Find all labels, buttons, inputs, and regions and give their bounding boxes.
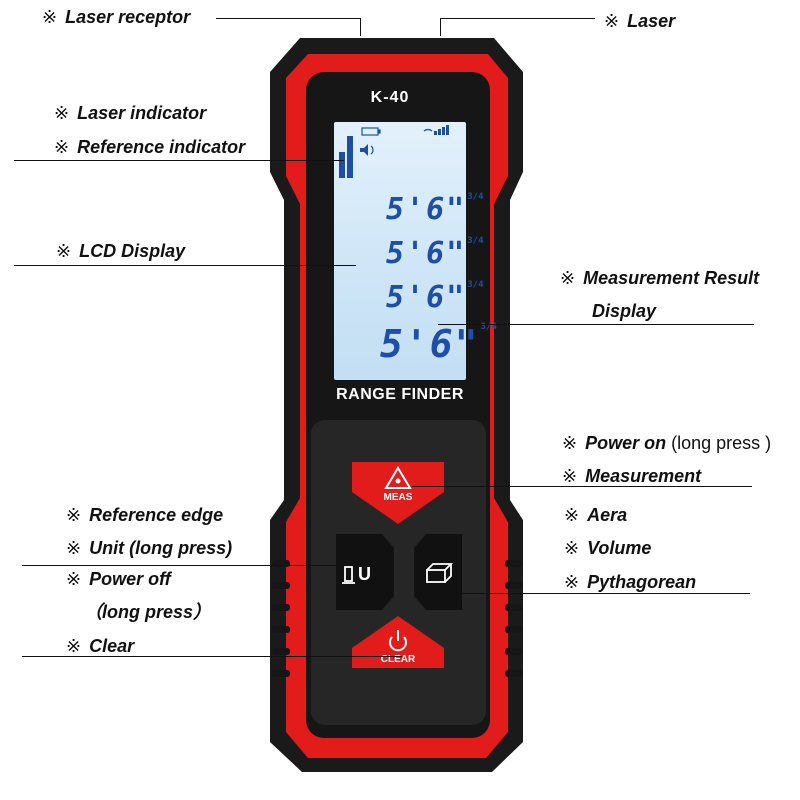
area-volume-icon — [426, 563, 454, 583]
clear-button[interactable]: CLEAR — [380, 654, 416, 665]
callout-laser-receptor: ※Laser receptor — [42, 7, 191, 27]
callout-measurement-result-line2: Display — [592, 301, 657, 321]
leader-clear — [22, 656, 402, 657]
lcd-display — [334, 122, 466, 380]
model-label: K-40 — [370, 89, 410, 106]
lcd-reading-3: 5'6"3/4 — [386, 280, 484, 315]
callout-lcd-display: ※LCD Display — [56, 241, 186, 261]
leader-function-key — [446, 593, 750, 594]
callout-power-off: ※Power off — [66, 569, 171, 589]
leader-lcd-display — [14, 265, 356, 266]
laser-warning-icon — [384, 466, 412, 489]
right-grip — [505, 560, 523, 677]
leader-laser-receptor — [216, 18, 361, 19]
lcd-reading-main: 5'6"3/4 — [380, 322, 497, 366]
unit-button[interactable]: U — [358, 564, 371, 585]
callout-measurement-result: ※Measurement Result — [560, 268, 760, 288]
reference-edge-icon — [342, 566, 355, 584]
callout-laser-indicator: ※Laser indicator — [54, 103, 207, 123]
callout-aera: ※Aera — [564, 505, 628, 525]
callout-laser: ※Laser — [604, 11, 676, 31]
leader-measurement — [412, 486, 752, 487]
meas-button[interactable]: MEAS — [383, 492, 413, 503]
callout-power-on: ※Power on (long press ) — [562, 433, 772, 453]
callout-measurement: ※Measurement — [562, 466, 702, 486]
leader-measurement-result — [438, 324, 754, 325]
leader-unit-key — [22, 565, 352, 566]
callout-pythagorean: ※Pythagorean — [564, 572, 697, 592]
meas-button-shape — [352, 462, 444, 524]
callout-reference-indicator: ※Reference indicator — [54, 137, 246, 157]
callout-volume: ※Volume — [564, 538, 652, 558]
lcd-reading-2: 5'6"3/4 — [386, 236, 484, 271]
callout-unit: ※Unit (long press) — [66, 538, 233, 558]
callout-power-off-note: （long press） — [84, 602, 212, 622]
power-icon — [389, 630, 407, 652]
function-button-shape — [414, 534, 462, 610]
leader-laser — [440, 18, 595, 19]
brand-label: RANGE FINDER — [336, 386, 464, 403]
left-grip — [272, 560, 290, 677]
leader-reference-indicator — [14, 160, 344, 161]
lcd-reading-1: 5'6"3/4 — [386, 192, 484, 227]
unit-button-label: U — [358, 564, 371, 584]
unit-button-shape — [336, 534, 394, 610]
callout-clear: ※Clear — [66, 636, 135, 656]
clear-button-shape — [352, 616, 444, 668]
callout-reference-edge: ※Reference edge — [66, 505, 224, 525]
function-button[interactable] — [418, 540, 458, 606]
